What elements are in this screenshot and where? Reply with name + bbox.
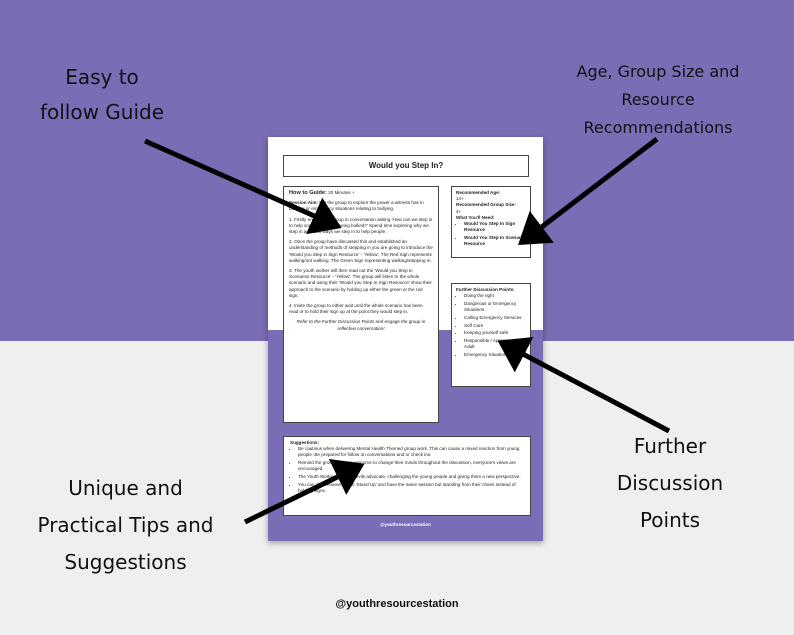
- guide-step: 2. Once the group have discussed this an…: [289, 239, 433, 263]
- guide-heading: How to Guide:: [289, 190, 327, 196]
- callout-line: follow Guide: [39, 100, 165, 124]
- callout-line: Points: [639, 508, 701, 532]
- point-item: Doing the right: [464, 293, 526, 299]
- guide-step: 4. Invite the group to either wait until…: [289, 303, 423, 315]
- resource-item: Would You Step In Scenario Resource: [464, 235, 526, 247]
- callout-tips: Unique and Practical Tips and Suggestion…: [18, 470, 233, 581]
- aim-label: Session Aim:: [289, 200, 318, 206]
- callout-line: Further: [633, 434, 707, 458]
- callout-line: Resource: [621, 90, 695, 109]
- suggestion-item: Remind the group they are welcome to cha…: [298, 460, 524, 472]
- guide-closing: Refer to the Further Discussion Points a…: [296, 319, 426, 331]
- age-label: Recommended Age:: [456, 190, 501, 195]
- callout-line: Unique and: [68, 476, 183, 500]
- callout-line: Recommendations: [583, 118, 733, 137]
- how-to-guide-box: How to Guide: 20 Minutes + Session Aim: …: [283, 186, 439, 423]
- arrow-guide: [143, 138, 342, 235]
- suggestions-heading: Suggestions:: [290, 440, 320, 445]
- point-item: Emergency Situations: [464, 352, 526, 358]
- callout-line: Practical Tips and: [37, 513, 214, 537]
- point-item: Keeping yourself safe: [464, 330, 526, 336]
- sheet-title: Would you Step In?: [283, 155, 529, 177]
- suggestion-item: Be cautious when delivering Mental Healt…: [298, 446, 524, 458]
- sheet-handle: @youthresourcestation: [380, 522, 431, 527]
- point-item: Responsible / Appropriate Adult: [464, 338, 526, 350]
- arrow-tips: [243, 458, 365, 525]
- arrow-age: [518, 137, 659, 246]
- point-item: Calling Emergency Services: [464, 315, 526, 321]
- aim-text: For the group to explore the power a wit…: [289, 200, 424, 212]
- resource-item: Would You Step In Sign Resource: [464, 221, 526, 233]
- callout-line: Age, Group Size and: [576, 62, 740, 81]
- callout-age-group: Age, Group Size and Resource Recommendat…: [560, 58, 756, 142]
- callout-line: Easy to: [65, 65, 139, 89]
- arrow-further: [497, 336, 671, 434]
- callout-line: Suggestions: [64, 550, 187, 574]
- need-label: What You'll Need:: [456, 214, 495, 220]
- guide-duration: 20 Minutes +: [328, 190, 355, 195]
- group-size-value: 4+: [456, 208, 462, 214]
- group-size-label: Recommended Group Size:: [456, 202, 516, 208]
- suggestion-item: The Youth Worker will play devils advoca…: [298, 474, 524, 480]
- callout-line: Discussion: [616, 471, 724, 495]
- footer-handle: @youthresourcestation: [335, 598, 459, 610]
- guide-step: 3. The youth worker will then read out t…: [289, 268, 432, 298]
- age-value: 14+: [456, 196, 464, 202]
- callout-further-discussion: Further Discussion Points: [590, 428, 750, 539]
- point-item: Self Care: [464, 323, 526, 329]
- point-item: Dangerous or Emergency Situations: [464, 301, 526, 313]
- points-heading: Further Discussion Points:: [456, 287, 515, 292]
- callout-easy-guide: Easy to follow Guide: [22, 60, 182, 130]
